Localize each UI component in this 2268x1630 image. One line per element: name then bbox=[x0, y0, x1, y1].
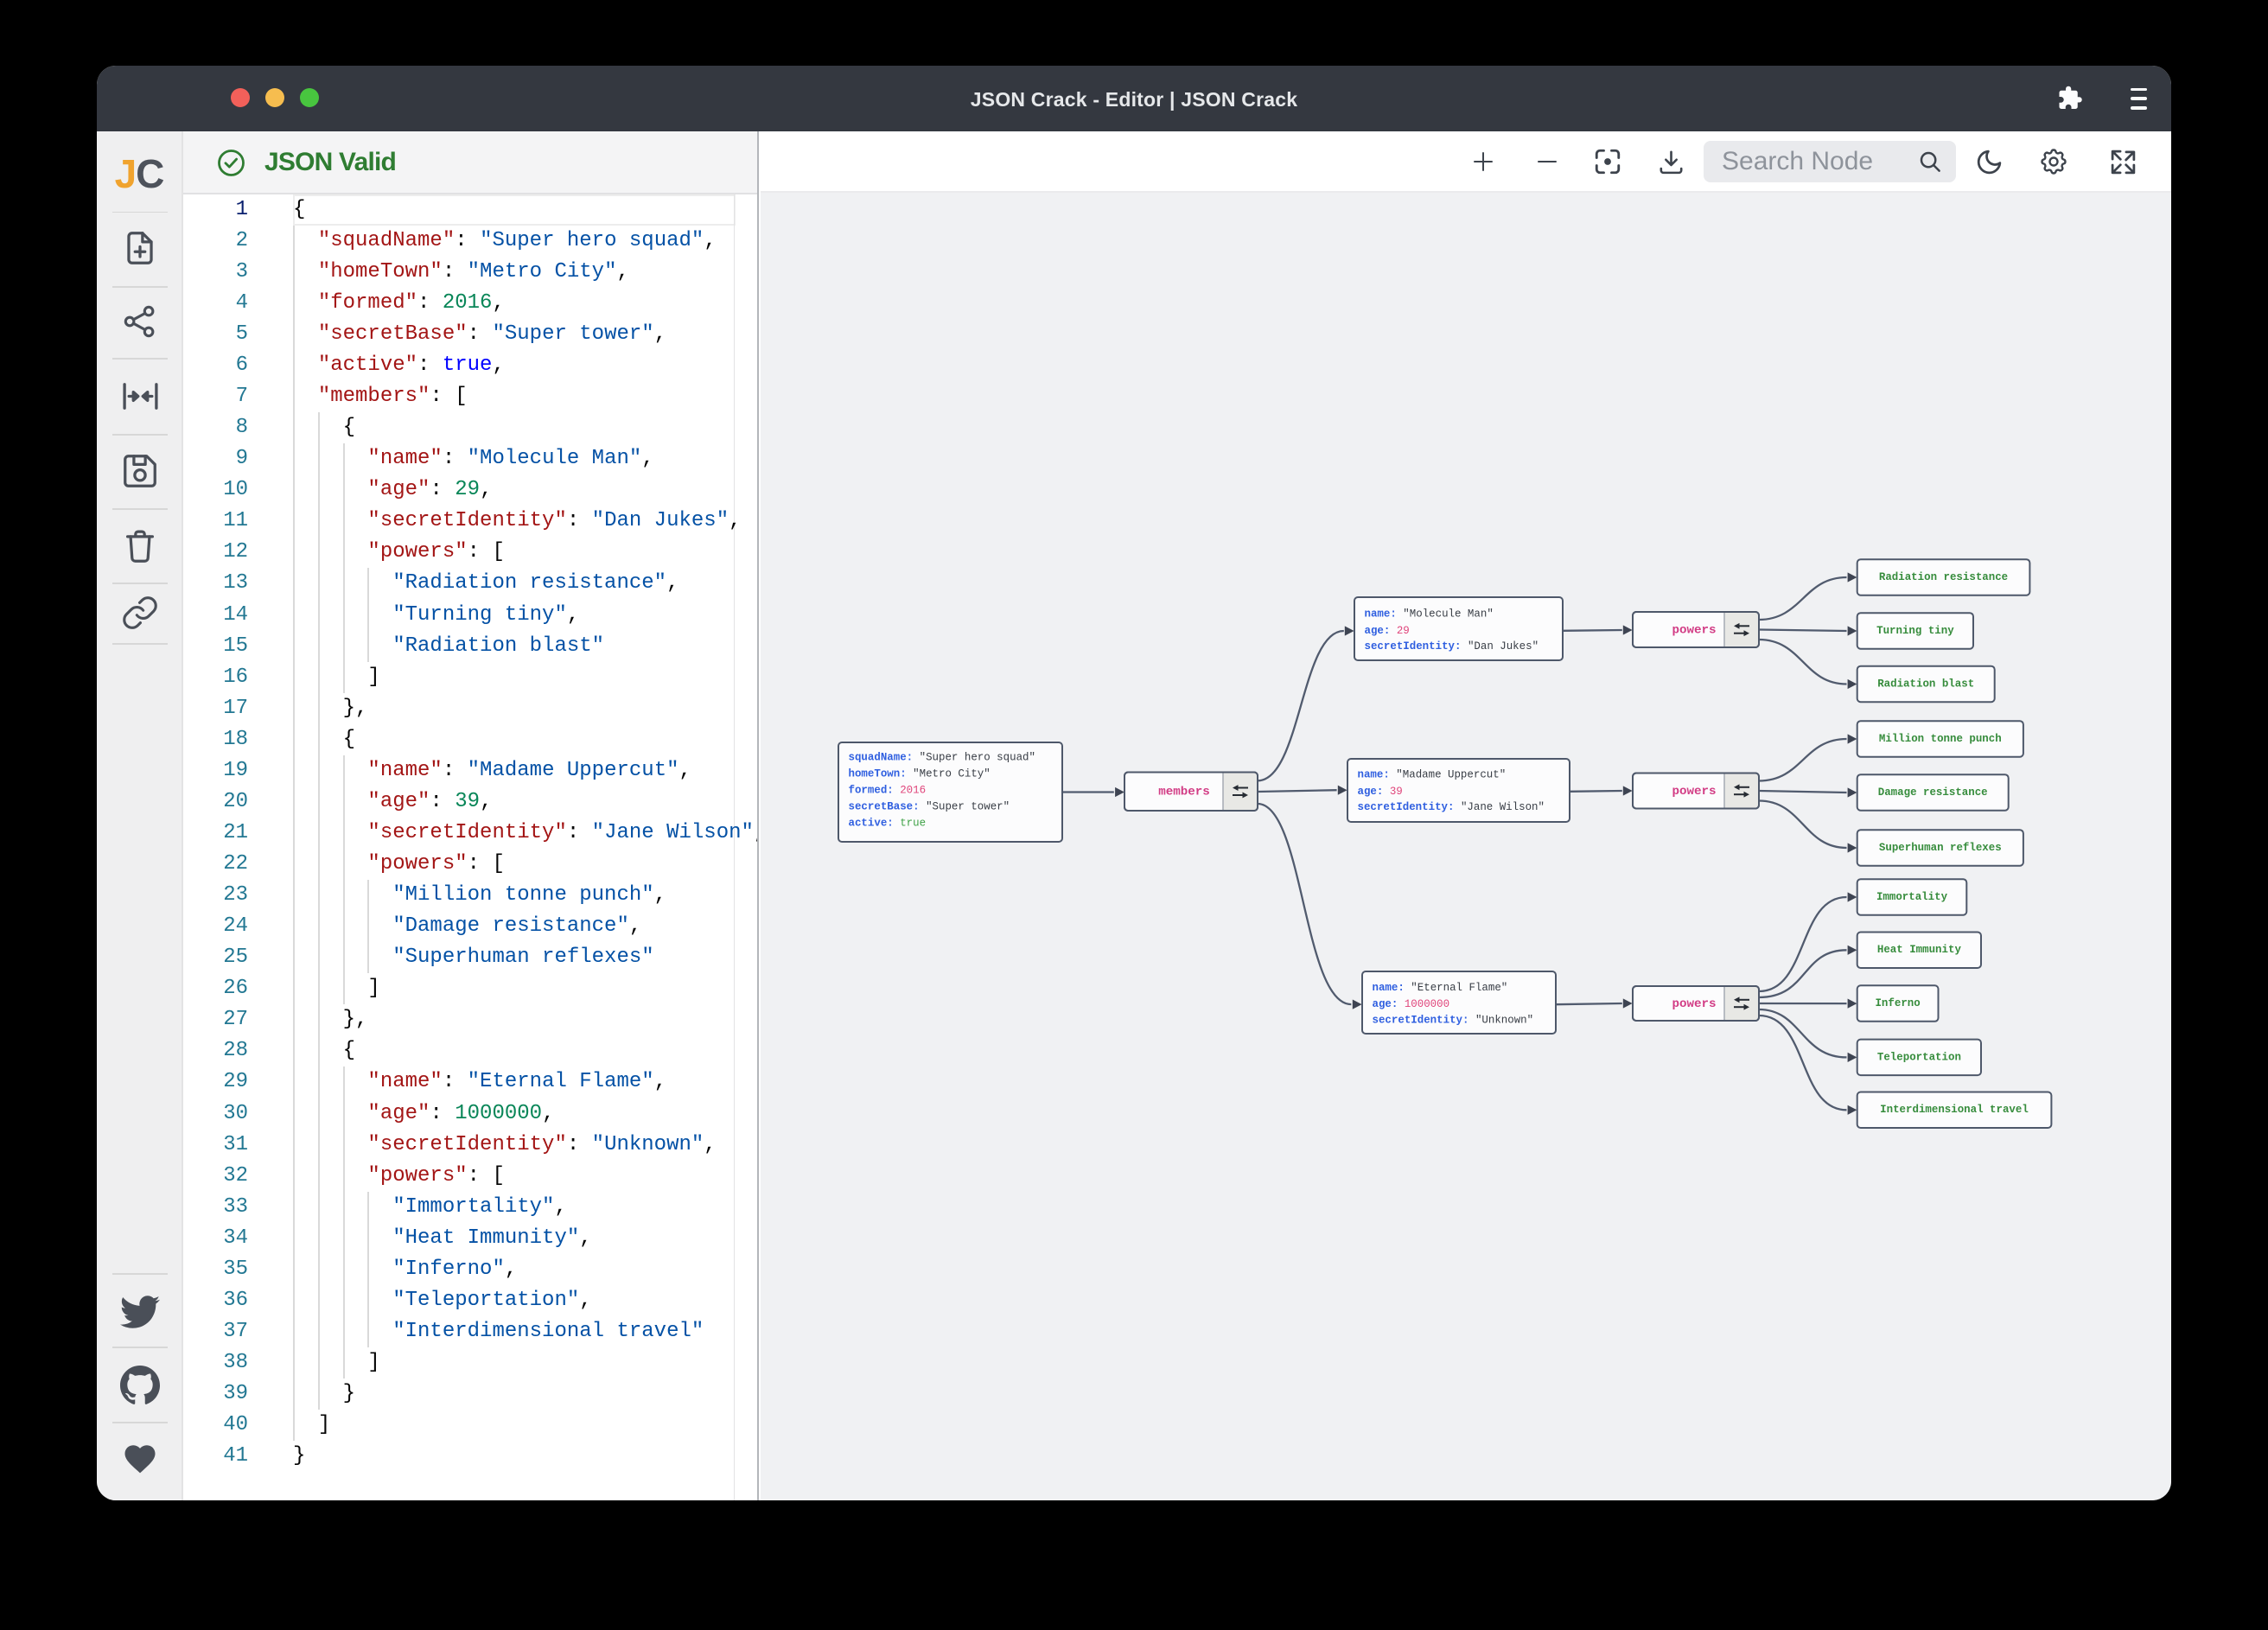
svg-text:members: members bbox=[1158, 786, 1210, 799]
svg-text:Immortality: Immortality bbox=[1876, 891, 1948, 903]
svg-text:powers: powers bbox=[1672, 624, 1716, 638]
svg-text:Inferno: Inferno bbox=[1875, 997, 1920, 1009]
svg-text:age: 39: age: 39 bbox=[1358, 786, 1403, 798]
svg-text:formed: 2016: formed: 2016 bbox=[849, 785, 927, 797]
svg-text:Radiation resistance: Radiation resistance bbox=[1879, 571, 2008, 583]
svg-text:Teleportation: Teleportation bbox=[1877, 1051, 1961, 1063]
svg-text:age: 29: age: 29 bbox=[1365, 625, 1410, 637]
svg-text:age: 1000000: age: 1000000 bbox=[1373, 998, 1450, 1010]
svg-text:Interdimensional travel: Interdimensional travel bbox=[1880, 1104, 2029, 1116]
svg-text:secretIdentity: "Unknown": secretIdentity: "Unknown" bbox=[1373, 1015, 1534, 1027]
svg-text:secretIdentity: "Dan Jukes": secretIdentity: "Dan Jukes" bbox=[1365, 640, 1539, 653]
svg-text:squadName: "Super hero squad": squadName: "Super hero squad" bbox=[849, 752, 1035, 764]
svg-text:powers: powers bbox=[1672, 785, 1716, 799]
svg-text:name: "Molecule Man": name: "Molecule Man" bbox=[1365, 608, 1494, 621]
svg-text:Superhuman reflexes: Superhuman reflexes bbox=[1879, 842, 2002, 854]
svg-text:name: "Eternal Flame": name: "Eternal Flame" bbox=[1373, 982, 1508, 994]
svg-text:active: true: active: true bbox=[849, 818, 927, 830]
svg-text:Million tonne punch: Million tonne punch bbox=[1879, 733, 2002, 745]
svg-text:Radiation blast: Radiation blast bbox=[1877, 678, 1974, 691]
svg-text:name: "Madame Uppercut": name: "Madame Uppercut" bbox=[1358, 769, 1507, 781]
svg-text:secretBase: "Super tower": secretBase: "Super tower" bbox=[849, 801, 1010, 813]
svg-text:Turning tiny: Turning tiny bbox=[1876, 625, 1954, 637]
svg-text:secretIdentity: "Jane Wilson": secretIdentity: "Jane Wilson" bbox=[1358, 801, 1545, 813]
svg-text:powers: powers bbox=[1672, 997, 1716, 1011]
svg-text:Heat Immunity: Heat Immunity bbox=[1877, 944, 1962, 956]
svg-text:Damage resistance: Damage resistance bbox=[1878, 786, 1988, 799]
svg-text:homeTown: "Metro City": homeTown: "Metro City" bbox=[849, 768, 991, 780]
